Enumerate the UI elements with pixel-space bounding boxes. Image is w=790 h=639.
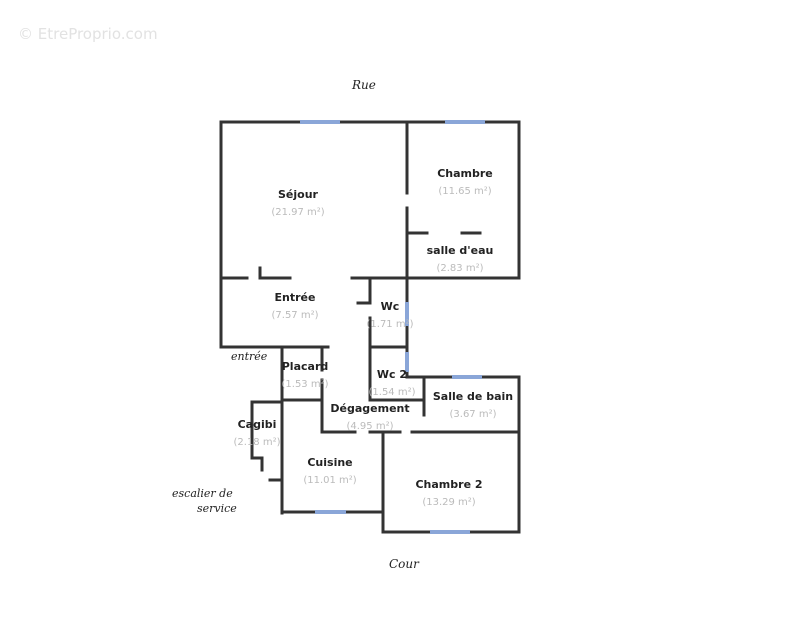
room-wc: Wc (1.71 m²) [367,300,414,330]
room-name: Séjour [278,188,318,201]
room-name: Wc [380,300,400,313]
room-sejour: Séjour (21.97 m²) [271,188,324,218]
room-area: (2.83 m²) [436,263,484,274]
room-name: Cuisine [307,456,353,469]
room-salle-de-bain: Salle de bain (3.67 m²) [433,390,513,420]
room-name: Cagibi [237,418,277,431]
room-area: (13.29 m²) [422,497,476,508]
service-stairs-label-line1: escalier de [172,487,233,500]
room-placard: Placard (1.53 m²) [282,360,329,390]
street-label: Rue [352,78,376,92]
room-area: (1.54 m²) [368,387,416,398]
courtyard-label: Cour [389,557,419,571]
room-area: (11.01 m²) [303,475,357,486]
service-stairs-label-line2: service [197,502,237,515]
room-name: Placard [281,360,329,373]
room-area: (21.97 m²) [271,207,325,218]
room-name: Dégagement [330,402,410,415]
room-cagibi: Cagibi (2.18 m²) [234,418,281,448]
room-salle-deau: salle d'eau (2.83 m²) [427,244,494,274]
room-name: Wc 2 [376,368,408,381]
room-name: Entrée [274,291,316,304]
room-area: (4.95 m²) [346,421,394,432]
entrance-label: entrée [231,350,268,363]
room-area: (1.71 m²) [366,319,414,330]
room-area: (7.57 m²) [271,310,319,321]
walls [219,120,521,534]
room-name: salle d'eau [426,244,494,257]
room-name: Salle de bain [432,390,514,403]
room-area: (3.67 m²) [449,409,497,420]
room-area: (11.65 m²) [438,186,492,197]
room-chambre-2: Chambre 2 (13.29 m²) [415,478,482,508]
room-degagement: Dégagement (4.95 m²) [330,402,409,432]
room-name: Chambre 2 [415,478,483,491]
room-cuisine: Cuisine (11.01 m²) [303,456,356,486]
watermark: © EtreProprio.com [18,25,158,43]
room-name: Chambre [437,167,493,180]
room-area: (1.53 m²) [281,379,329,390]
room-area: (2.18 m²) [233,437,281,448]
room-chambre: Chambre (11.65 m²) [437,167,493,197]
room-entree: Entrée (7.57 m²) [272,291,319,321]
room-wc-2: Wc 2 (1.54 m²) [369,368,416,398]
windows [300,120,485,534]
